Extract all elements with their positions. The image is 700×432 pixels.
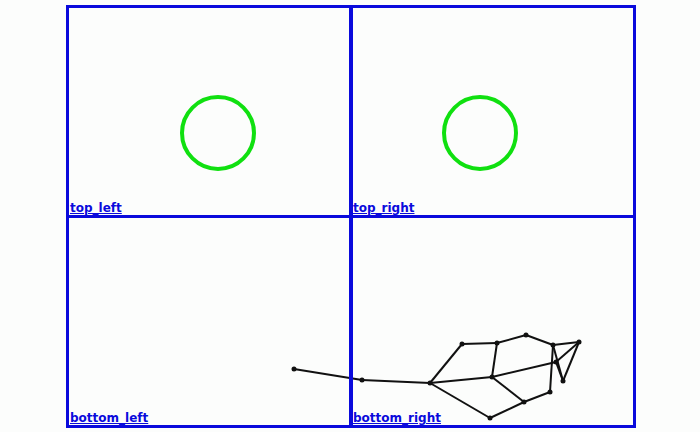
region-label: bottom_left — [70, 411, 148, 425]
region-box: top_right — [349, 5, 636, 218]
region-box: bottom_left — [66, 215, 353, 428]
joint-dots — [292, 333, 582, 421]
region-box: bottom_right — [349, 215, 636, 428]
circle-marker — [182, 97, 254, 169]
circle-marker — [444, 97, 516, 169]
region-box: top_left — [66, 5, 353, 218]
region-label: top_left — [70, 201, 122, 215]
region-label: bottom_right — [353, 411, 441, 425]
region-label: top_right — [353, 201, 414, 215]
skeleton-figure — [294, 335, 579, 418]
